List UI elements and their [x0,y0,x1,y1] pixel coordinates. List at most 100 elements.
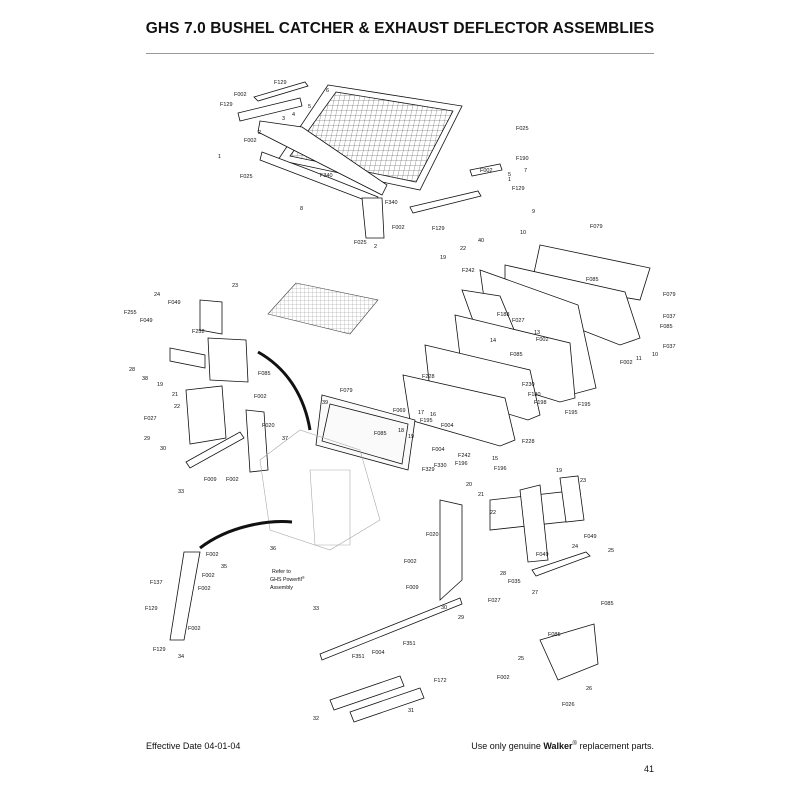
callout: F049 [140,318,153,324]
powerfil-ghost [259,429,381,551]
callout: 32 [313,716,319,722]
leader-arc-upper [257,350,312,431]
callout: 5 [508,172,511,178]
callout: 21 [172,392,178,398]
callout: F129 [153,647,166,653]
callout: F196 [494,466,507,472]
callout: 15 [492,456,498,462]
callout: 27 [532,590,538,596]
callout: 1 [218,154,221,160]
callout: 21 [478,492,484,498]
callout: 22 [490,510,496,516]
callout: F340 [320,173,333,179]
callout: F002 [188,626,201,632]
callout: F004 [441,423,454,429]
callout: 5 [308,104,311,110]
callout: 36 [270,546,276,552]
callout: F129 [220,102,233,108]
callout: 31 [408,708,414,714]
callout: F351 [403,641,416,647]
callout: F195 [565,410,578,416]
callout: F329 [422,467,435,473]
callout: 33 [178,489,184,495]
callout: 2 [374,244,377,250]
callout: 30 [160,446,166,452]
callout: F330 [434,463,447,469]
note-line-1: Refer to [272,569,291,575]
callout: 10 [652,352,658,358]
callout: F002 [480,168,493,174]
callout: F085 [660,324,673,330]
callout: F049 [536,552,549,558]
callout: 20 [466,482,472,488]
callout: F004 [432,447,445,453]
brand-name: Walker [543,741,573,751]
callout-labels: F129 F002 F129 5 6 4 3 2 F002 1 F025 F34… [124,80,676,722]
callout: F085 [258,371,271,377]
callout: F027 [488,598,501,604]
callout: 7 [524,168,527,174]
page-title: GHS 7.0 BUSHEL CATCHER & EXHAUST DEFLECT… [145,20,655,37]
callout: F129 [274,80,287,86]
callout: F037 [663,344,676,350]
callout: 23 [232,283,238,289]
bottom-right-assembly [319,475,599,723]
callout: 30 [441,605,447,611]
callout: 28 [129,367,135,373]
callout: F351 [352,654,365,660]
callout: F190 [516,156,529,162]
callout: F255 [124,310,137,316]
callout: 11 [636,356,642,362]
callout: F002 [404,559,417,565]
callout: 4 [292,112,295,118]
callout: 3 [282,116,285,122]
callout: F172 [434,678,447,684]
note-line-3: Assembly [270,585,293,591]
callout: F129 [145,606,158,612]
callout: 25 [518,656,524,662]
callout: F079 [590,224,603,230]
note-line-2: GHS Powerfil® [270,575,305,583]
callout: 28 [500,571,506,577]
callout: F002 [620,360,633,366]
top-rails [237,81,503,239]
callout: F002 [536,337,549,343]
callout: 19 [556,468,562,474]
callout: F079 [663,292,676,298]
callout: 14 [490,338,496,344]
callout: 18 [398,428,404,434]
callout: F002 [497,675,510,681]
callout: 19 [157,382,163,388]
callout: F137 [150,580,163,586]
callout: F002 [234,92,247,98]
callout: F049 [584,534,597,540]
callout: F025 [516,126,529,132]
callout: 22 [460,246,466,252]
callout: F025 [354,240,367,246]
callout: 35 [221,564,227,570]
callout: F242 [462,268,475,274]
callout: F242 [458,453,471,459]
exhaust-deflector [315,244,651,471]
callout: 34 [178,654,184,660]
callout: F228 [422,374,435,380]
callout: F002 [198,586,211,592]
callout: F020 [262,423,275,429]
callout: F129 [512,186,525,192]
callout: F195 [420,418,433,424]
callout: 29 [458,615,464,621]
callout: F079 [340,388,353,394]
callout: 24 [572,544,578,550]
callout: F009 [204,477,217,483]
callout: 9 [532,209,535,215]
callout: F002 [226,477,239,483]
callout: F002 [206,552,219,558]
bottom-left-bracket [169,551,201,641]
callout: F180 [528,392,541,398]
page-number: 41 [643,764,654,774]
callout: 13 [534,330,540,336]
callout: 19 [440,255,446,261]
callout: 39 [322,400,328,406]
callout: F026 [562,702,575,708]
